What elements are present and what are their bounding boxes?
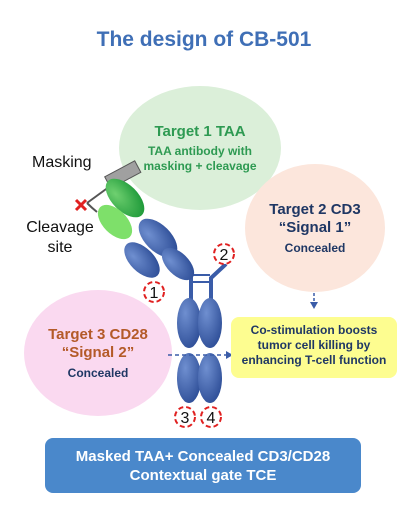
fab-vl-domain xyxy=(124,242,160,278)
signal2-arrowhead xyxy=(226,351,233,359)
fab-ch-domain xyxy=(161,247,195,281)
marker-3-label: 3 xyxy=(181,410,190,427)
target3-heading: Target 3 CD28 “Signal 2” xyxy=(48,325,148,361)
cleavage-site-label: Cleavage site xyxy=(26,219,94,256)
mask-domain-inner xyxy=(97,204,133,240)
marker-3 xyxy=(174,406,196,428)
target3-desc: Concealed xyxy=(67,365,129,380)
mask-domain-outer xyxy=(105,178,145,218)
costimulation-box: Co-stimulation boosts tumor cell killing… xyxy=(231,317,397,378)
marker-4-label: 4 xyxy=(207,410,216,427)
fc-domain-left-upper xyxy=(177,298,201,348)
target1-bubble: Target 1 TAA TAA antibody with masking +… xyxy=(119,86,281,210)
banner-line2: Contextual gate TCE xyxy=(129,466,277,484)
summary-banner: Masked TAA+ Concealed CD3/CD28 Contextua… xyxy=(45,438,361,493)
fc-domain-right-lower xyxy=(198,353,222,403)
fc-domain-right-upper xyxy=(198,298,222,348)
fab-vh-domain xyxy=(138,218,178,258)
marker-1 xyxy=(143,281,165,303)
marker-2-label: 2 xyxy=(220,247,229,264)
target1-desc: TAA antibody with masking + cleavage xyxy=(143,143,257,173)
target2-desc: Concealed xyxy=(284,240,346,255)
masking-label: Masking xyxy=(32,154,92,171)
cleavage-linker xyxy=(86,202,98,213)
marker-4 xyxy=(200,406,222,428)
marker-1-label: 1 xyxy=(150,285,159,302)
target3-bubble: Target 3 CD28 “Signal 2” Concealed xyxy=(24,290,172,416)
diagram-title: The design of CB-501 xyxy=(96,28,312,51)
cleavage-x-icon xyxy=(74,198,88,212)
banner-line1: Masked TAA+ Concealed CD3/CD28 xyxy=(75,447,331,465)
signal1-arrowhead xyxy=(310,302,318,309)
target2-bubble: Target 2 CD3 “Signal 1” Concealed xyxy=(245,164,385,292)
marker-2 xyxy=(213,243,235,265)
fc-domain-left-lower xyxy=(177,353,201,403)
target1-heading: Target 1 TAA xyxy=(154,122,246,140)
target2-heading: Target 2 CD3 “Signal 1” xyxy=(269,200,361,236)
